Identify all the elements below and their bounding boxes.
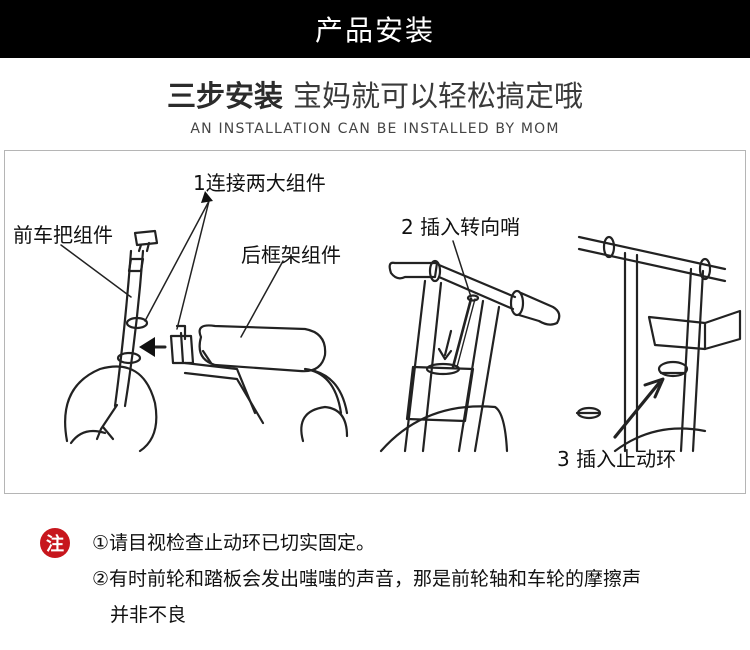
front-handlebar-assembly [64, 229, 159, 453]
banner-title: 产品安装 [314, 14, 435, 47]
step2-label: 2 插入转向哨 [401, 215, 521, 239]
note-line-2: ②有时前轮和踏板会发出嗤嗤的声音，那是前轮轴和车轮的摩擦声 [92, 568, 642, 590]
subheadline: AN INSTALLATION CAN BE INSTALLED BY MOM [190, 121, 560, 137]
headline-bold: 三步安装 [166, 79, 283, 113]
steering-pin-step [379, 240, 561, 453]
step3-label: 3 插入止动环 [557, 447, 677, 471]
installation-diagram-panel: 1连接两大组件 前车把组件 后框架组件 2 插入转向哨 3 插入止动环 [4, 150, 746, 494]
headline: 三步安装宝妈就可以轻松搞定哦 [0, 78, 750, 114]
step1-label: 1连接两大组件 [193, 171, 326, 195]
installation-diagram-svg [60, 191, 742, 453]
rear-frame-label: 后框架组件 [241, 243, 341, 267]
front-handlebar-label: 前车把组件 [13, 223, 113, 247]
rear-frame-assembly [169, 324, 349, 443]
note-line-3: 并非不良 [110, 604, 187, 626]
note-badge: 注 [40, 528, 70, 558]
headline-light: 宝妈就可以轻松搞定哦 [293, 79, 584, 113]
note-line-1: ①请目视检查止动环已切实固定。 [92, 532, 376, 554]
top-banner: 产品安装 [0, 0, 750, 58]
stop-ring-step [575, 235, 742, 453]
insert-arrow-icon [139, 337, 155, 357]
